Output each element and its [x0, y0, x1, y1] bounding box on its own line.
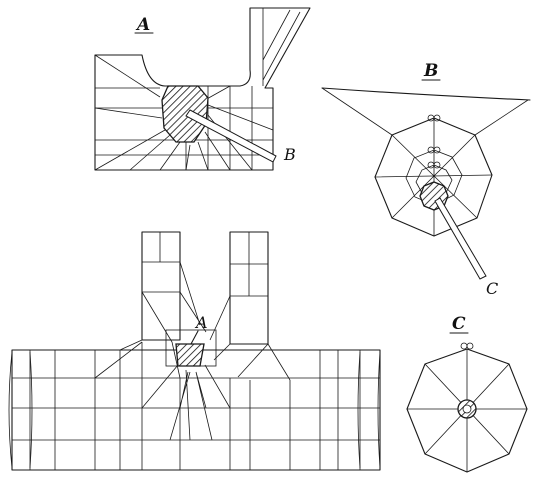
detail-c-knot	[460, 342, 474, 350]
main-mesh-pointer-label: A	[194, 313, 208, 332]
detail-b-pointer	[434, 197, 487, 280]
detail-a-title: A	[135, 15, 150, 35]
detail-a-refined-region	[161, 85, 209, 143]
main-mesh-refined-region	[175, 343, 205, 367]
detail-a-pointer-label: B	[283, 145, 296, 164]
detail-a-outline	[94, 7, 311, 171]
detail-a: A B	[94, 7, 311, 171]
detail-b-pointer-label: C	[486, 279, 498, 298]
detail-c: C	[406, 314, 528, 473]
main-mesh-pointer	[190, 330, 199, 345]
detail-b: B C	[321, 61, 531, 298]
detail-c-title: C	[452, 314, 466, 334]
detail-b-arc	[321, 87, 531, 101]
main-mesh: A	[8, 231, 381, 471]
main-mesh-base	[11, 349, 381, 471]
detail-b-knots	[427, 114, 441, 169]
detail-b-title: B	[423, 61, 438, 81]
detail-a-pointer	[185, 109, 277, 163]
